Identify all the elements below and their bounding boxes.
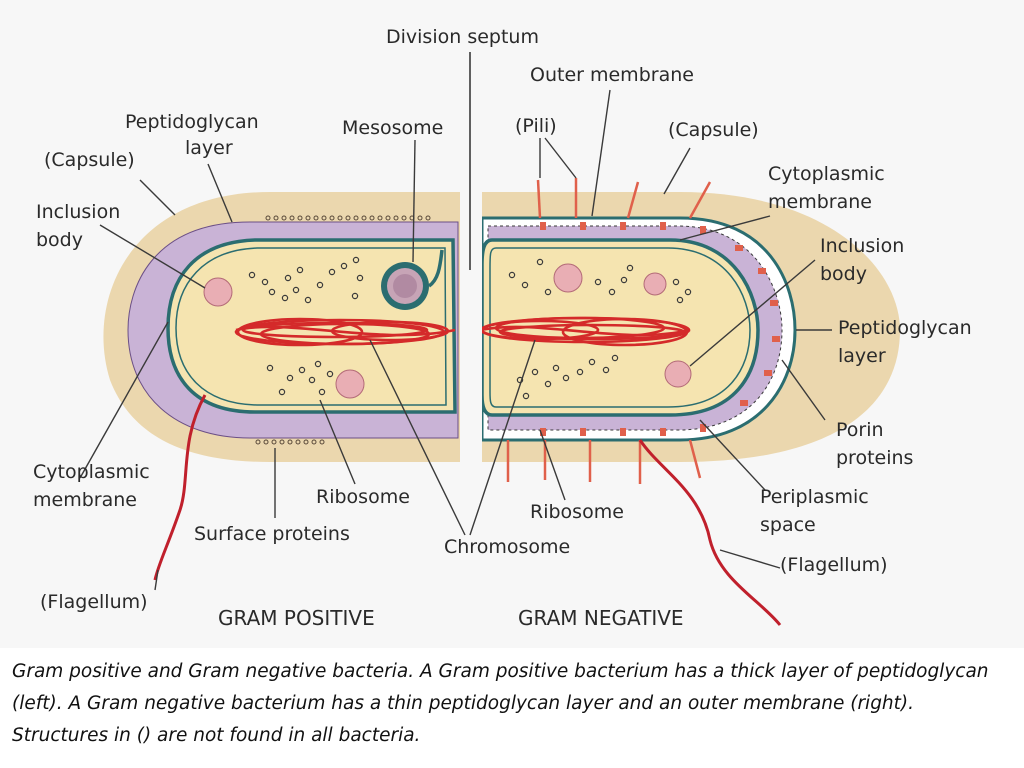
leader-lines <box>79 89 832 591</box>
peptidoglycan-layer-right <box>487 225 783 431</box>
label-ribosome-left: Ribosome <box>316 486 410 508</box>
porin-proteins <box>540 222 780 436</box>
label-capsule-right: (Capsule) <box>668 119 759 141</box>
cytoplasmic-membrane-right-inner <box>489 247 751 408</box>
surface-proteins-top <box>265 215 431 221</box>
surface-proteins-bottom <box>255 439 325 445</box>
flagellum-right <box>638 439 782 626</box>
label-flagellum-left: (Flagellum) <box>40 591 148 613</box>
inclusion-body-right-2 <box>643 272 667 296</box>
label-peptidoglycan-left-2: layer <box>185 137 233 159</box>
label-cytoplasmic-left-2: membrane <box>33 489 137 511</box>
figure-caption: Gram positive and Gram negative bacteria… <box>12 661 989 746</box>
ribosomes-right <box>508 258 692 400</box>
label-cytoplasmic-right-2: membrane <box>768 191 872 213</box>
chromosome-left <box>234 317 456 347</box>
label-flagellum-right: (Flagellum) <box>780 554 888 576</box>
label-outer-membrane: Outer membrane <box>530 64 694 86</box>
label-periplasmic-1: Periplasmic <box>760 486 869 508</box>
label-pili: (Pili) <box>515 115 557 137</box>
bacteria-diagram: Division septum Outer membrane Mesosome … <box>33 26 972 630</box>
ribosomes-left <box>248 256 364 396</box>
label-inclusion-right-2: body <box>820 263 867 285</box>
pili <box>506 178 712 484</box>
label-gram-positive: GRAM POSITIVE <box>218 606 375 630</box>
label-inclusion-left-2: body <box>36 229 83 251</box>
label-chromosome: Chromosome <box>444 536 570 558</box>
label-inclusion-left-1: Inclusion <box>36 201 120 223</box>
label-peptidoglycan-right-2: layer <box>838 345 886 367</box>
label-ribosome-right: Ribosome <box>530 501 624 523</box>
label-peptidoglycan-right-1: Peptidoglycan <box>838 317 972 339</box>
inclusion-body-right-1 <box>553 263 583 293</box>
label-porin-1: Porin <box>836 419 884 441</box>
label-porin-2: proteins <box>836 447 913 469</box>
mesosome <box>381 249 444 310</box>
inclusion-body-left-2 <box>335 369 365 399</box>
label-inclusion-right-1: Inclusion <box>820 235 904 257</box>
label-capsule-left: (Capsule) <box>44 149 135 171</box>
label-peptidoglycan-left-1: Peptidoglycan <box>125 111 259 133</box>
label-surface-proteins: Surface proteins <box>194 523 350 545</box>
flagellum-left <box>153 394 207 581</box>
label-division-septum: Division septum <box>386 26 539 48</box>
label-mesosome: Mesosome <box>342 117 443 139</box>
cytoplasmic-membrane-left-inner <box>175 247 447 406</box>
inclusion-body-right-3 <box>664 360 692 388</box>
label-cytoplasmic-left-1: Cytoplasmic <box>33 461 150 483</box>
label-periplasmic-2: space <box>760 514 816 536</box>
division-septum <box>460 188 482 470</box>
label-cytoplasmic-right-1: Cytoplasmic <box>768 163 885 185</box>
label-gram-negative: GRAM NEGATIVE <box>518 606 684 630</box>
labels: Division septum Outer membrane Mesosome … <box>33 26 972 630</box>
inclusion-body-left-1 <box>203 277 233 307</box>
